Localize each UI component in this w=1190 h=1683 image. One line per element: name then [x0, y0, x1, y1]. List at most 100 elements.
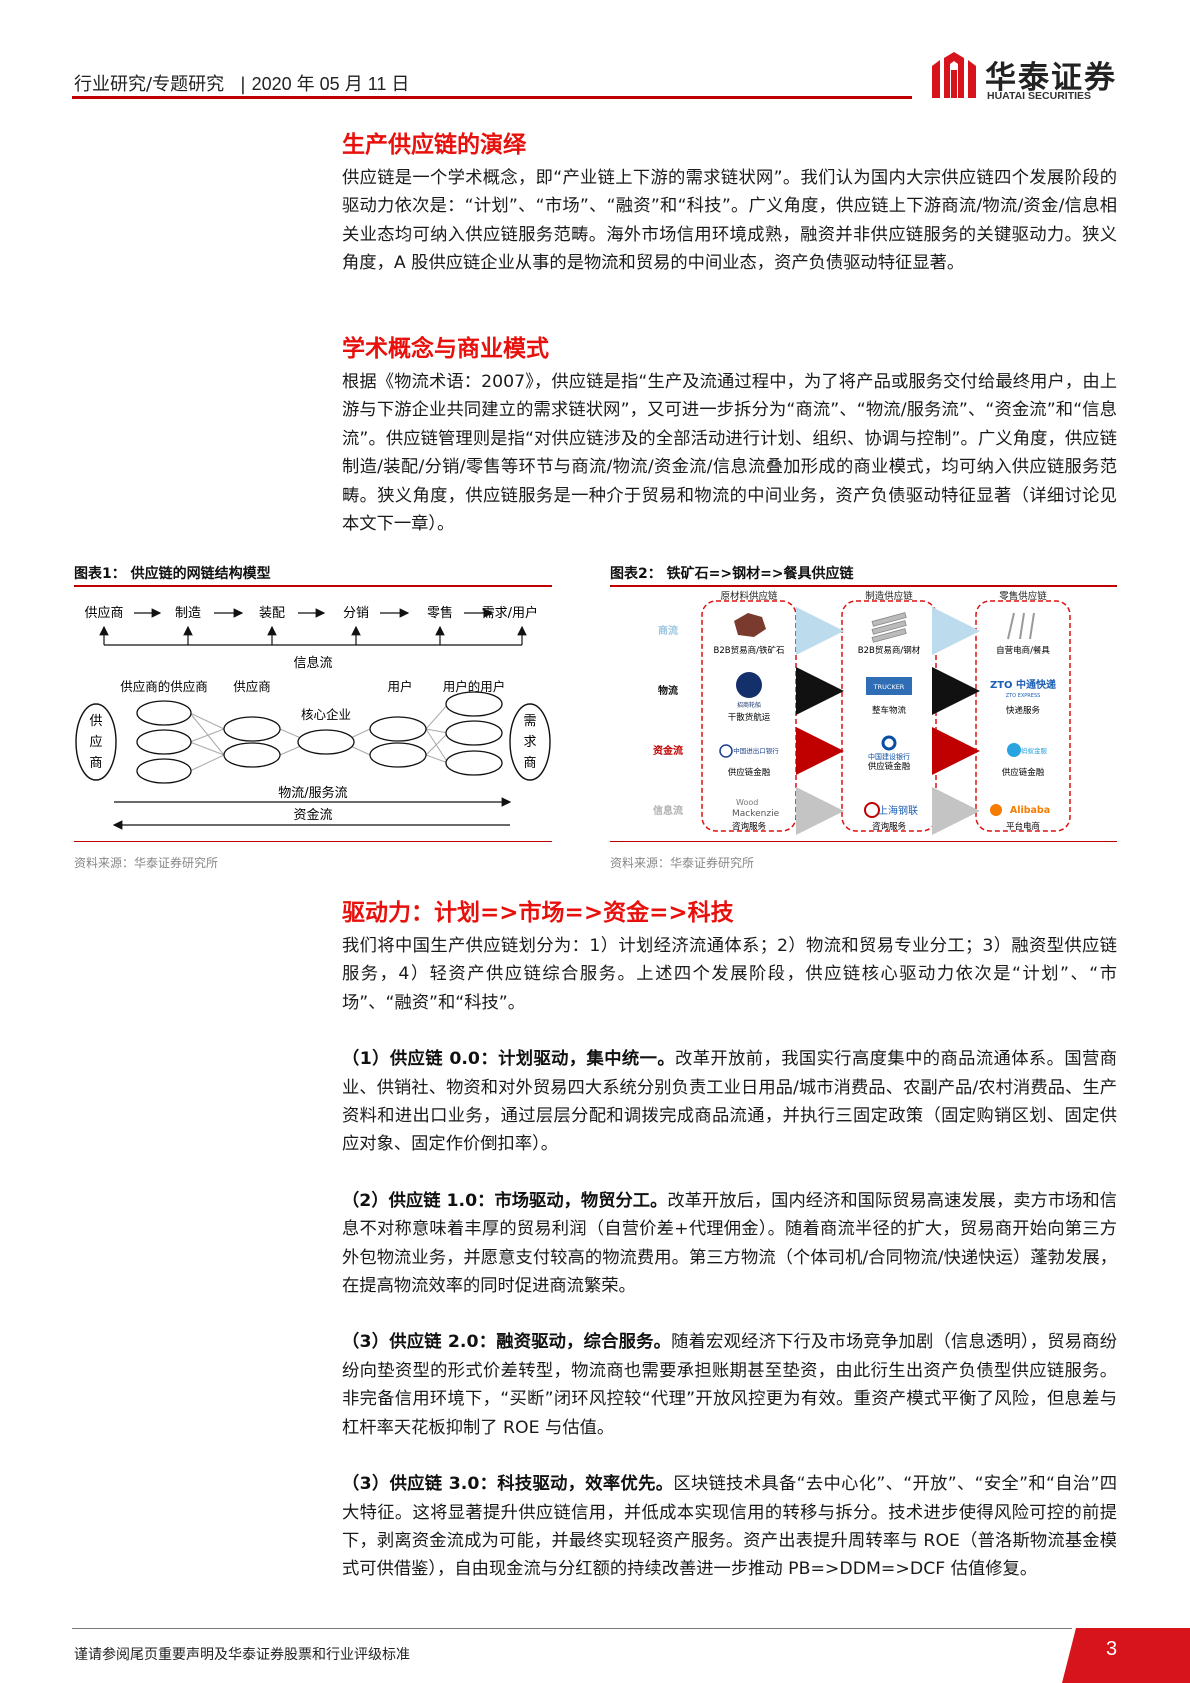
huatai-logo: 华泰证券 HUATAI SECURITIES	[930, 52, 1120, 104]
wood-mackenzie-logo: Mackenzie	[732, 809, 780, 819]
column-header: 零售供应链	[999, 590, 1047, 602]
logo-text: TRUCKER	[873, 683, 905, 691]
figure-top-rule	[610, 585, 1117, 587]
demand-end-oval	[509, 703, 551, 781]
cell-caption: 整车物流	[872, 705, 907, 716]
section-paragraph: 根据《物流术语：2007》，供应链是指“生产及流通过程中，为了将产品或服务交付给…	[342, 372, 1117, 535]
chain-node: 装配	[259, 606, 285, 621]
row-label-information: 信息流	[653, 804, 683, 817]
figure-source: 资料来源：华泰证券研究所	[610, 856, 755, 870]
figure-1: 图表1： 供应链的网链结构模型 供应商 制造 装配 分销 零售 需求/用户	[74, 563, 552, 871]
figure-source: 资料来源：华泰证券研究所	[74, 856, 219, 870]
chain-node: 分销	[343, 606, 369, 621]
column-boxes	[701, 600, 1071, 832]
row-label-capital: 资金流	[653, 744, 683, 757]
capital-flow-label: 资金流	[293, 807, 332, 823]
stage-lead: （1）供应链 0.0：计划驱动，集中统一。	[342, 1049, 676, 1070]
section-evolution: 生产供应链的演绎 供应链是一个学术概念，即“产业链上下游的需求链状网”。我们认为…	[342, 130, 1117, 278]
bank-logo: 中国进出口银行	[733, 746, 779, 755]
stage-paragraph: （3）供应链 2.0：融资驱动，综合服务。随着宏观经济下行及市场竞争加剧（信息透…	[342, 1328, 1117, 1442]
iron-steel-tableware-diagram: 原材料供应链 制造供应链 零售供应链 商流 物流 资金流 信息流 B2B贸易	[653, 590, 1071, 835]
tier-label: 用户	[387, 679, 412, 694]
stage-text: 改革开放后，国内经济和国际贸易高速发展，卖方市场和信息不对称意味着丰厚的贸易利润…	[342, 1190, 1117, 1297]
cell-caption: 供应链金融	[868, 761, 911, 772]
stage-lead: （3）供应链 2.0：融资驱动，综合服务。	[342, 1332, 672, 1353]
alibaba-logo: Alibaba	[1010, 805, 1050, 816]
column-header: 原材料供应链	[720, 590, 778, 602]
network-chain-diagram: 供应商 制造 装配 分销 零售 需求/用户 信息流 供应商的供应商 供应商 核心…	[75, 605, 551, 830]
chain-node: 零售	[427, 605, 453, 621]
ant-financial-icon	[1007, 743, 1021, 757]
huatai-logo-mark-icon	[930, 52, 978, 100]
tier-label: 用户的用户	[443, 679, 506, 694]
cell-caption: 自营电商/餐具	[996, 645, 1050, 656]
section-driving-forces: 驱动力：计划=>市场=>资金=>科技 我们将中国生产供应链划分为：1）计划经济流…	[342, 898, 1117, 1584]
section-academic-concept: 学术概念与商业模式 根据《物流术语：2007》，供应链是指“生产及流通过程中，为…	[342, 334, 1117, 538]
footer-disclaimer: 谨请参阅尾页重要声明及华泰证券股票和行业评级标准	[74, 1647, 410, 1663]
cell-caption: 快递服务	[1006, 705, 1041, 716]
cell-caption: 干散货航运	[728, 712, 771, 723]
info-flow-label: 信息流	[293, 655, 332, 671]
column-header: 制造供应链	[865, 590, 913, 602]
figure-bottom-rule	[610, 841, 1117, 842]
header-separator: |	[239, 74, 246, 95]
oval-char: 应	[89, 734, 102, 750]
logo-text: 招商轮船	[737, 701, 761, 709]
cell-caption: 咨询服务	[732, 821, 767, 832]
tableware-icon	[1007, 612, 1035, 640]
cell-caption: B2B贸易商/钢材	[858, 645, 921, 656]
supplier-end-oval	[75, 703, 117, 781]
zto-logo: ZTO 中通快递	[990, 678, 1056, 691]
cell-caption: 咨询服务	[872, 821, 907, 832]
zto-logo-en: ZTO EXPRESS	[1006, 693, 1041, 699]
stage-lead: （3）供应链 3.0：科技驱动，效率优先。	[342, 1474, 674, 1495]
logistics-flow-label: 物流/服务流	[278, 785, 347, 801]
row-label-logistics: 物流	[658, 684, 678, 697]
steel-logo-icon	[864, 802, 880, 818]
stage-paragraph: （2）供应链 1.0：市场驱动，物贸分工。改革开放后，国内经济和国际贸易高速发展…	[342, 1187, 1117, 1301]
section-paragraph: 我们将中国生产供应链划分为：1）计划经济流通体系；2）物流和贸易专业分工；3）融…	[342, 936, 1117, 1013]
section-heading: 驱动力：计划=>市场=>资金=>科技	[342, 900, 734, 926]
stage-paragraph: （3）供应链 3.0：科技驱动，效率优先。区块链技术具备“去中心化”、“开放”、…	[342, 1470, 1117, 1584]
chain-node: 供应商	[84, 605, 123, 621]
bank-logo: 中国建设银行	[868, 752, 910, 761]
report-date: 2020 年 05 月 11 日	[251, 74, 410, 94]
stage-lead: （2）供应链 1.0：市场驱动，物贸分工。	[342, 1190, 668, 1211]
oval-char: 需	[523, 714, 536, 729]
section-paragraph: 供应链是一个学术概念，即“产业链上下游的需求链状网”。我们认为国内大宗供应链四个…	[342, 168, 1117, 274]
cell-caption: 平台电商	[1006, 821, 1040, 832]
figure-2: 图表2： 铁矿石=>钢材=>餐具供应链 原材料供应链 制造供应链 零售供应链 商…	[610, 563, 1117, 871]
stage-text: 随着宏观经济下行及市场竞争加剧（信息透明），贸易商纷纷向垫资型的形式价差转型，物…	[342, 1332, 1118, 1438]
truck-icon	[866, 677, 912, 695]
stage-text: 区块链技术具备“去中心化”、“开放”、“安全”和“自治”四大特征。这将显著提升供…	[342, 1474, 1118, 1580]
steel-bars-icon	[871, 612, 907, 643]
oval-char: 求	[523, 735, 536, 750]
logo-english-name: HUATAI SECURITIES	[987, 90, 1092, 102]
cell-caption: 供应链金融	[728, 767, 771, 778]
ccb-logo-icon	[881, 735, 897, 751]
page-number-tab	[1062, 1628, 1190, 1683]
cell-caption: B2B贸易商/铁矿石	[714, 645, 785, 656]
iron-ore-icon	[734, 613, 766, 637]
section-heading: 生产供应链的演绎	[342, 132, 526, 158]
shipping-company-logo-icon	[736, 672, 762, 698]
figure-bottom-rule	[74, 841, 552, 842]
cell-caption: 供应链金融	[1002, 767, 1045, 778]
footer-rule	[72, 1628, 1072, 1629]
oval-char: 供	[89, 714, 102, 729]
page-number: 3	[1106, 1638, 1118, 1660]
steel-logo: 上海钢联	[878, 804, 918, 817]
oval-char: 商	[89, 756, 102, 771]
figure-title: 图表2： 铁矿石=>钢材=>餐具供应链	[610, 566, 854, 582]
oval-char: 商	[523, 756, 536, 771]
tier-label: 供应商	[233, 679, 271, 694]
stage-text: 改革开放前，我国实行高度集中的商品流通体系。国营商业、供销社、物资和对外贸易四大…	[342, 1049, 1117, 1155]
row-label-commerce: 商流	[658, 624, 678, 637]
header-rule	[72, 96, 912, 99]
flow-arrows	[796, 607, 980, 835]
report-header: 行业研究/专题研究 | 2020 年 05 月 11 日	[74, 70, 409, 96]
wood-mackenzie-logo: Wood	[736, 798, 758, 807]
chain-node: 需求/用户	[482, 605, 538, 621]
alibaba-logo-icon	[990, 804, 1002, 816]
report-category: 行业研究/专题研究	[74, 74, 225, 95]
